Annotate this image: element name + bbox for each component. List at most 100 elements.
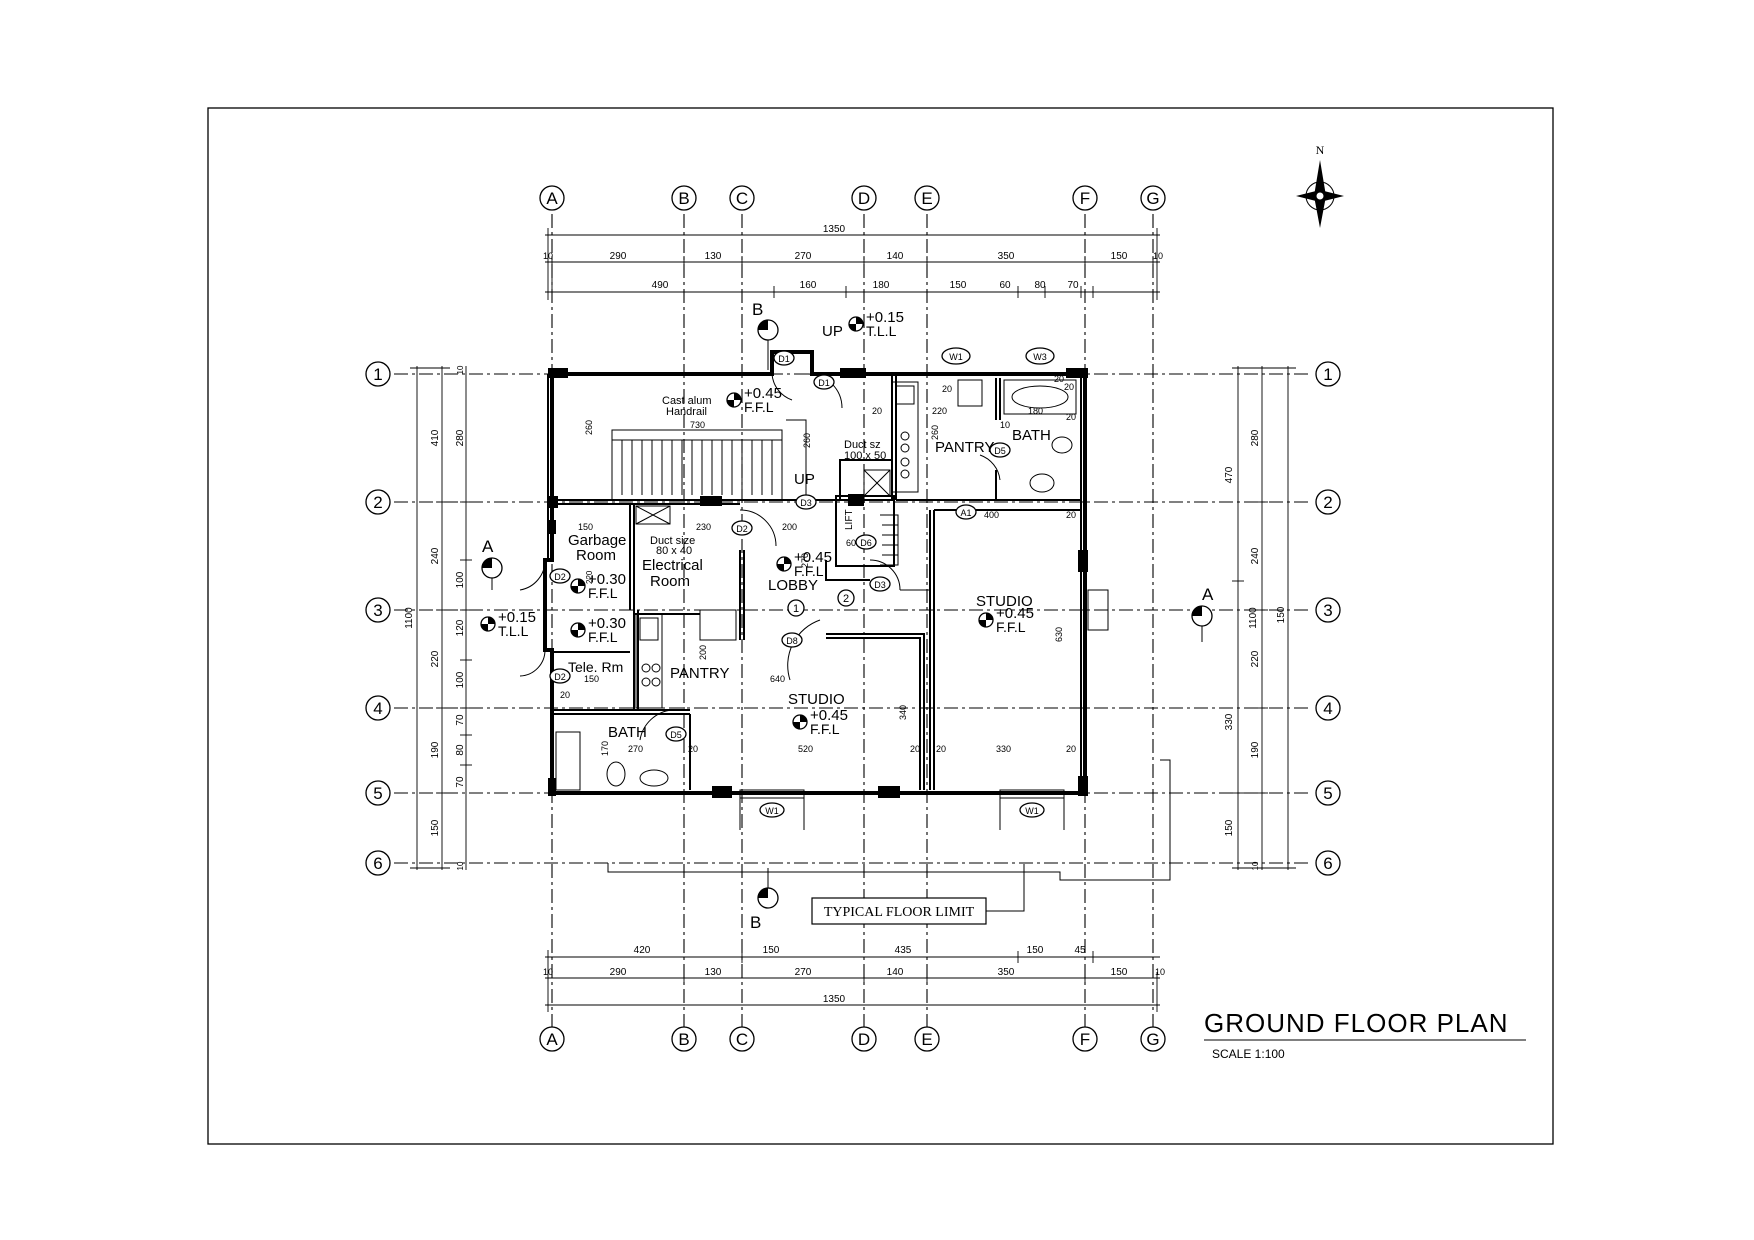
section-label-b-bottom: B: [750, 913, 761, 932]
grid-label-top-B: B: [678, 189, 689, 208]
typical-floor-limit-label: TYPICAL FLOOR LIMIT: [824, 905, 975, 920]
interior-dimensions: 260 730 260 20 20 220 260 20 180 20 10 4…: [560, 374, 1076, 756]
svg-text:1350: 1350: [823, 994, 846, 1005]
level-marker-studio-center: +0.45 F.F.L: [792, 707, 848, 737]
section-label-a-left: A: [482, 537, 494, 556]
typical-floor-limit-callout: TYPICAL FLOOR LIMIT: [811, 864, 1025, 925]
grid-bubbles-right: 1 2 3 4 5 6: [1315, 361, 1341, 876]
svg-text:290: 290: [610, 967, 627, 978]
svg-text:20: 20: [1066, 744, 1076, 754]
svg-text:640: 640: [770, 674, 785, 684]
svg-text:420: 420: [634, 945, 651, 956]
grid-label-left-4: 4: [373, 699, 382, 718]
svg-text:+0.45: +0.45: [744, 385, 782, 402]
svg-text:260: 260: [802, 433, 812, 448]
section-markers: B B A A: [481, 300, 1214, 932]
window-tag: W3: [1033, 352, 1047, 362]
level-marker-studio-right: +0.45 F.F.L: [978, 605, 1034, 635]
svg-text:220: 220: [585, 570, 594, 584]
svg-text:120: 120: [455, 619, 466, 636]
svg-text:150: 150: [950, 280, 967, 291]
svg-text:150: 150: [1027, 945, 1044, 956]
grid-label-top-E: E: [921, 189, 932, 208]
door-tag: D1: [778, 354, 790, 364]
svg-text:60: 60: [846, 538, 856, 548]
svg-text:260: 260: [584, 420, 594, 435]
svg-text:150: 150: [763, 945, 780, 956]
handrail-label: Cast alum: [662, 395, 712, 407]
svg-text:150: 150: [584, 674, 599, 684]
duct-top-label: Duct sz: [844, 439, 881, 451]
grid-label-bottom-F: F: [1080, 1030, 1090, 1049]
level-marker-garbage: +0.30 F.F.L: [570, 571, 626, 601]
dimensions-bottom: 420 150 435 150 45 10 290 130 270 140 35…: [543, 945, 1165, 1012]
svg-text:+0.45: +0.45: [794, 549, 832, 566]
grid-bubbles-bottom: A B C D E F G: [539, 1026, 1166, 1052]
svg-text:270: 270: [800, 553, 810, 568]
step-tag: 1: [793, 603, 799, 615]
svg-text:290: 290: [610, 251, 627, 262]
window-tag: W1: [949, 352, 963, 362]
level-marker-entry: +0.15 T.L.L: [480, 609, 536, 639]
svg-text:1100: 1100: [1248, 607, 1259, 629]
svg-text:190: 190: [430, 741, 441, 758]
grid-label-top-D: D: [858, 189, 870, 208]
room-electrical-2: Room: [650, 573, 690, 590]
svg-text:220: 220: [430, 650, 441, 667]
svg-text:+0.45: +0.45: [996, 605, 1034, 622]
level-markers: +0.15 T.L.L +0.45 F.F.L +0.45 F.F.L +0.3…: [480, 309, 1034, 737]
svg-text:F.F.L: F.F.L: [794, 563, 824, 579]
svg-text:260: 260: [930, 425, 940, 440]
door-window-tags: D1 D1 D3 D2 D6 D3 D8 D2 D2 D5 D5 W1 W3 W…: [549, 347, 1055, 818]
svg-text:70: 70: [1067, 280, 1079, 291]
svg-text:1350: 1350: [823, 224, 846, 235]
svg-text:20: 20: [872, 406, 882, 416]
svg-text:220: 220: [932, 406, 947, 416]
svg-text:20: 20: [910, 744, 920, 754]
duct-size-label: Duct size: [650, 535, 695, 547]
stair-up-top: UP: [822, 323, 843, 340]
svg-text:+0.45: +0.45: [810, 707, 848, 724]
svg-text:520: 520: [798, 744, 813, 754]
svg-text:630: 630: [1054, 627, 1064, 642]
grid-label-right-2: 2: [1323, 493, 1332, 512]
drawing-title: GROUND FLOOR PLAN: [1204, 1008, 1509, 1038]
lift-label: LIFT: [844, 509, 855, 530]
grid-label-right-4: 4: [1323, 699, 1332, 718]
room-lobby: LOBBY: [768, 577, 818, 594]
stair-lift-side: [880, 514, 899, 566]
svg-text:180: 180: [873, 280, 890, 291]
svg-text:10: 10: [1153, 251, 1163, 261]
door-tag: D1: [818, 378, 830, 388]
grid-label-bottom-B: B: [678, 1030, 689, 1049]
svg-text:330: 330: [996, 744, 1011, 754]
svg-text:150: 150: [430, 819, 441, 836]
svg-text:150: 150: [578, 522, 593, 532]
door-tag: D3: [874, 580, 886, 590]
svg-text:350: 350: [998, 967, 1015, 978]
handrail-label-2: Handrail: [666, 406, 707, 418]
level-marker-tll-top: +0.15 T.L.L: [848, 309, 904, 339]
svg-text:+0.30: +0.30: [588, 615, 626, 632]
svg-text:490: 490: [652, 280, 669, 291]
dimensions-right: 1100 470 240 330 150 280 150 220 190 10: [1224, 366, 1296, 870]
svg-text:100: 100: [455, 571, 466, 588]
svg-text:220: 220: [1250, 650, 1261, 667]
svg-text:20: 20: [1054, 374, 1064, 384]
room-studio-right: STUDIO: [976, 593, 1033, 610]
svg-text:140: 140: [887, 251, 904, 262]
svg-text:130: 130: [705, 967, 722, 978]
section-b-top: B: [752, 300, 779, 370]
svg-text:150: 150: [1224, 819, 1235, 836]
svg-text:80: 80: [455, 744, 466, 756]
svg-text:F.F.L: F.F.L: [588, 585, 618, 601]
svg-text:200: 200: [782, 522, 797, 532]
svg-text:+0.15: +0.15: [498, 609, 536, 626]
north-arrow: N: [1296, 143, 1344, 228]
room-pantry-left: PANTRY: [670, 665, 729, 682]
sheet-border: [207, 107, 1554, 1145]
svg-text:280: 280: [1250, 429, 1261, 446]
grid-label-top-G: G: [1146, 189, 1159, 208]
svg-text:160: 160: [800, 280, 817, 291]
